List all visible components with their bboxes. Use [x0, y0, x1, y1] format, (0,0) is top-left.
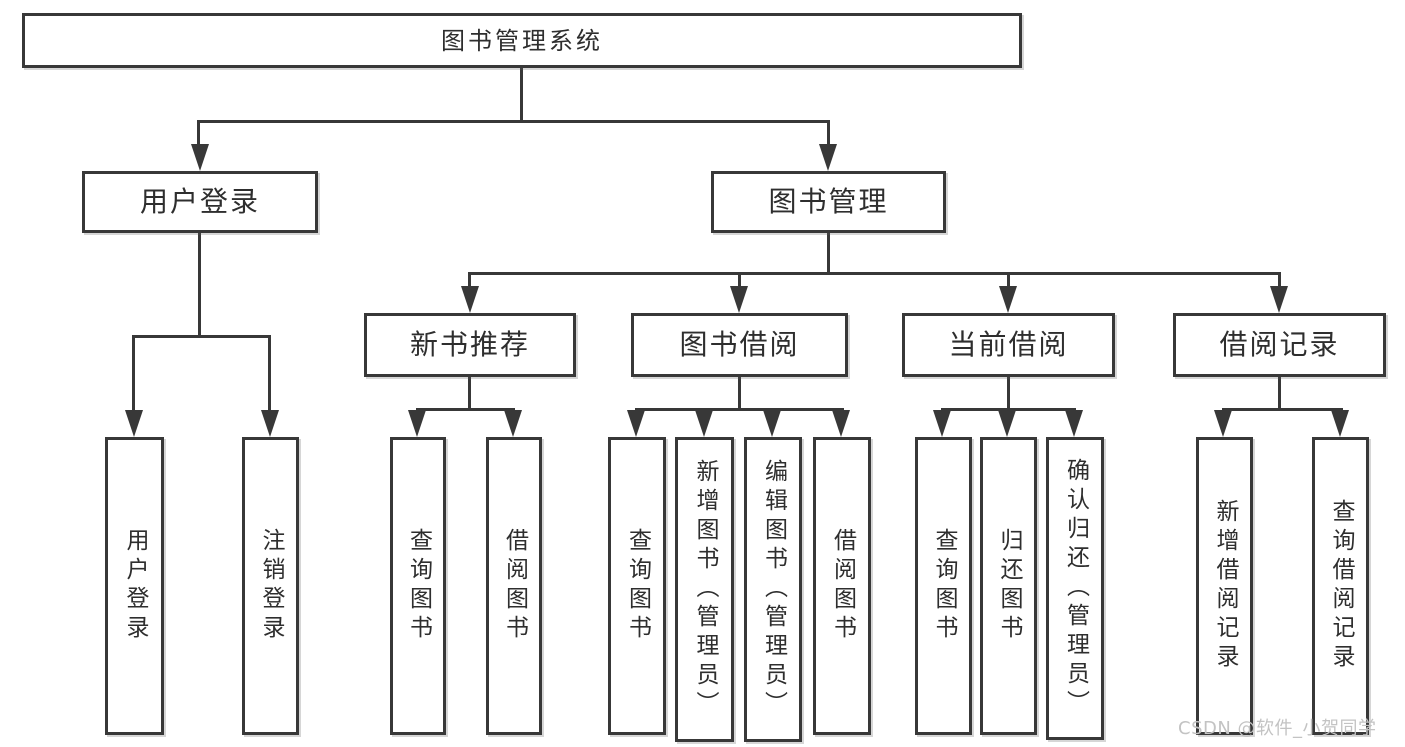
leaf-label: 新增借阅记录 — [1212, 499, 1238, 673]
node-new-book-recommend: 新书推荐 — [364, 313, 576, 377]
arrowhead-down-icon — [408, 410, 426, 437]
leaf-label: 编辑图书（管理员） — [760, 459, 787, 720]
leaf-add-borrow-record: 新增借阅记录 — [1196, 437, 1253, 735]
arrowhead-down-icon — [730, 286, 748, 313]
arrowhead-down-icon — [819, 144, 837, 171]
arrowhead-down-icon — [1331, 410, 1349, 437]
leaf-query-books: 查询图书 — [390, 437, 446, 735]
arrowhead-down-icon — [998, 410, 1016, 437]
connector-userlogin-leg — [268, 335, 271, 415]
connector-newbook-bar — [416, 408, 515, 411]
node-current-borrowing: 当前借阅 — [902, 313, 1115, 377]
node-book-management: 图书管理 — [711, 171, 946, 233]
connector-userlogin-leg — [132, 335, 135, 415]
leaf-label: 用户登录 — [122, 528, 148, 644]
connector-bookborrow-bar — [635, 408, 844, 411]
node-label: 当前借阅 — [948, 328, 1069, 361]
leaf-user-login: 用户登录 — [105, 437, 164, 735]
connector-root-stem — [520, 68, 523, 123]
arrowhead-down-icon — [832, 410, 850, 437]
connector-userlogin-bar — [132, 335, 271, 338]
arrowhead-down-icon — [763, 410, 781, 437]
connector-newbook-stem — [468, 377, 471, 411]
leaf-label: 查询图书 — [624, 528, 651, 644]
arrowhead-down-icon — [933, 410, 951, 437]
node-library-management-system: 图书管理系统 — [22, 13, 1022, 68]
leaf-query-books: 查询图书 — [608, 437, 666, 735]
connector-root-bar — [198, 120, 830, 123]
leaf-logout: 注销登录 — [242, 437, 299, 735]
leaf-label: 查询图书 — [405, 528, 432, 644]
arrowhead-down-icon — [125, 410, 143, 437]
connector-bookmgmt-stem — [827, 233, 830, 275]
arrowhead-down-icon — [1270, 286, 1288, 313]
leaf-label: 查询图书 — [931, 528, 957, 644]
leaf-add-book-admin: 新增图书（管理员） — [675, 437, 734, 742]
leaf-borrow-books: 借阅图书 — [813, 437, 871, 735]
node-label: 用户登录 — [139, 185, 260, 218]
connector-borrowrecord-stem — [1278, 377, 1281, 411]
connector-root-leg-left — [197, 120, 200, 150]
arrowhead-down-icon — [695, 410, 713, 437]
leaf-query-books: 查询图书 — [915, 437, 972, 735]
leaf-label: 归还图书 — [996, 528, 1022, 644]
arrowhead-down-icon — [999, 286, 1017, 313]
connector-userlogin-stem — [198, 233, 201, 338]
arrowhead-down-icon — [1214, 410, 1232, 437]
csdn-watermark: CSDN @软件_小贺同学 — [1178, 718, 1377, 739]
node-book-borrowing: 图书借阅 — [631, 313, 848, 377]
leaf-confirm-return-admin: 确认归还（管理员） — [1046, 437, 1104, 740]
arrowhead-down-icon — [461, 286, 479, 313]
leaf-label: 确认归还（管理员） — [1062, 458, 1089, 719]
arrowhead-down-icon — [627, 410, 645, 437]
connector-bookmgmt-leg — [468, 272, 471, 292]
arrowhead-down-icon — [1065, 410, 1083, 437]
node-label: 图书借阅 — [679, 328, 800, 361]
node-borrowing-records: 借阅记录 — [1173, 313, 1386, 377]
node-label: 新书推荐 — [409, 328, 530, 361]
arrowhead-down-icon — [191, 144, 209, 171]
connector-currentborrow-stem — [1007, 377, 1010, 411]
node-user-login: 用户登录 — [82, 171, 318, 233]
connector-bookborrow-stem — [738, 377, 741, 411]
node-label: 图书管理系统 — [441, 26, 603, 55]
leaf-borrow-books: 借阅图书 — [486, 437, 542, 735]
connector-root-leg-right — [827, 120, 830, 150]
connector-borrowrecord-bar — [1222, 408, 1343, 411]
connector-bookmgmt-leg — [738, 272, 741, 292]
leaf-edit-book-admin: 编辑图书（管理员） — [744, 437, 802, 742]
node-label: 图书管理 — [768, 185, 889, 218]
connector-bookmgmt-bar — [468, 272, 1281, 275]
leaf-return-book: 归还图书 — [980, 437, 1037, 735]
leaf-label: 借阅图书 — [829, 528, 856, 644]
node-label: 借阅记录 — [1219, 328, 1340, 361]
leaf-label: 借阅图书 — [501, 528, 528, 644]
leaf-label: 查询借阅记录 — [1328, 499, 1354, 673]
arrowhead-down-icon — [504, 410, 522, 437]
leaf-label: 注销登录 — [258, 528, 284, 644]
connector-bookmgmt-leg — [1278, 272, 1281, 292]
connector-bookmgmt-leg — [1007, 272, 1010, 292]
arrowhead-down-icon — [261, 410, 279, 437]
leaf-label: 新增图书（管理员） — [692, 459, 718, 720]
leaf-query-borrow-record: 查询借阅记录 — [1312, 437, 1369, 735]
